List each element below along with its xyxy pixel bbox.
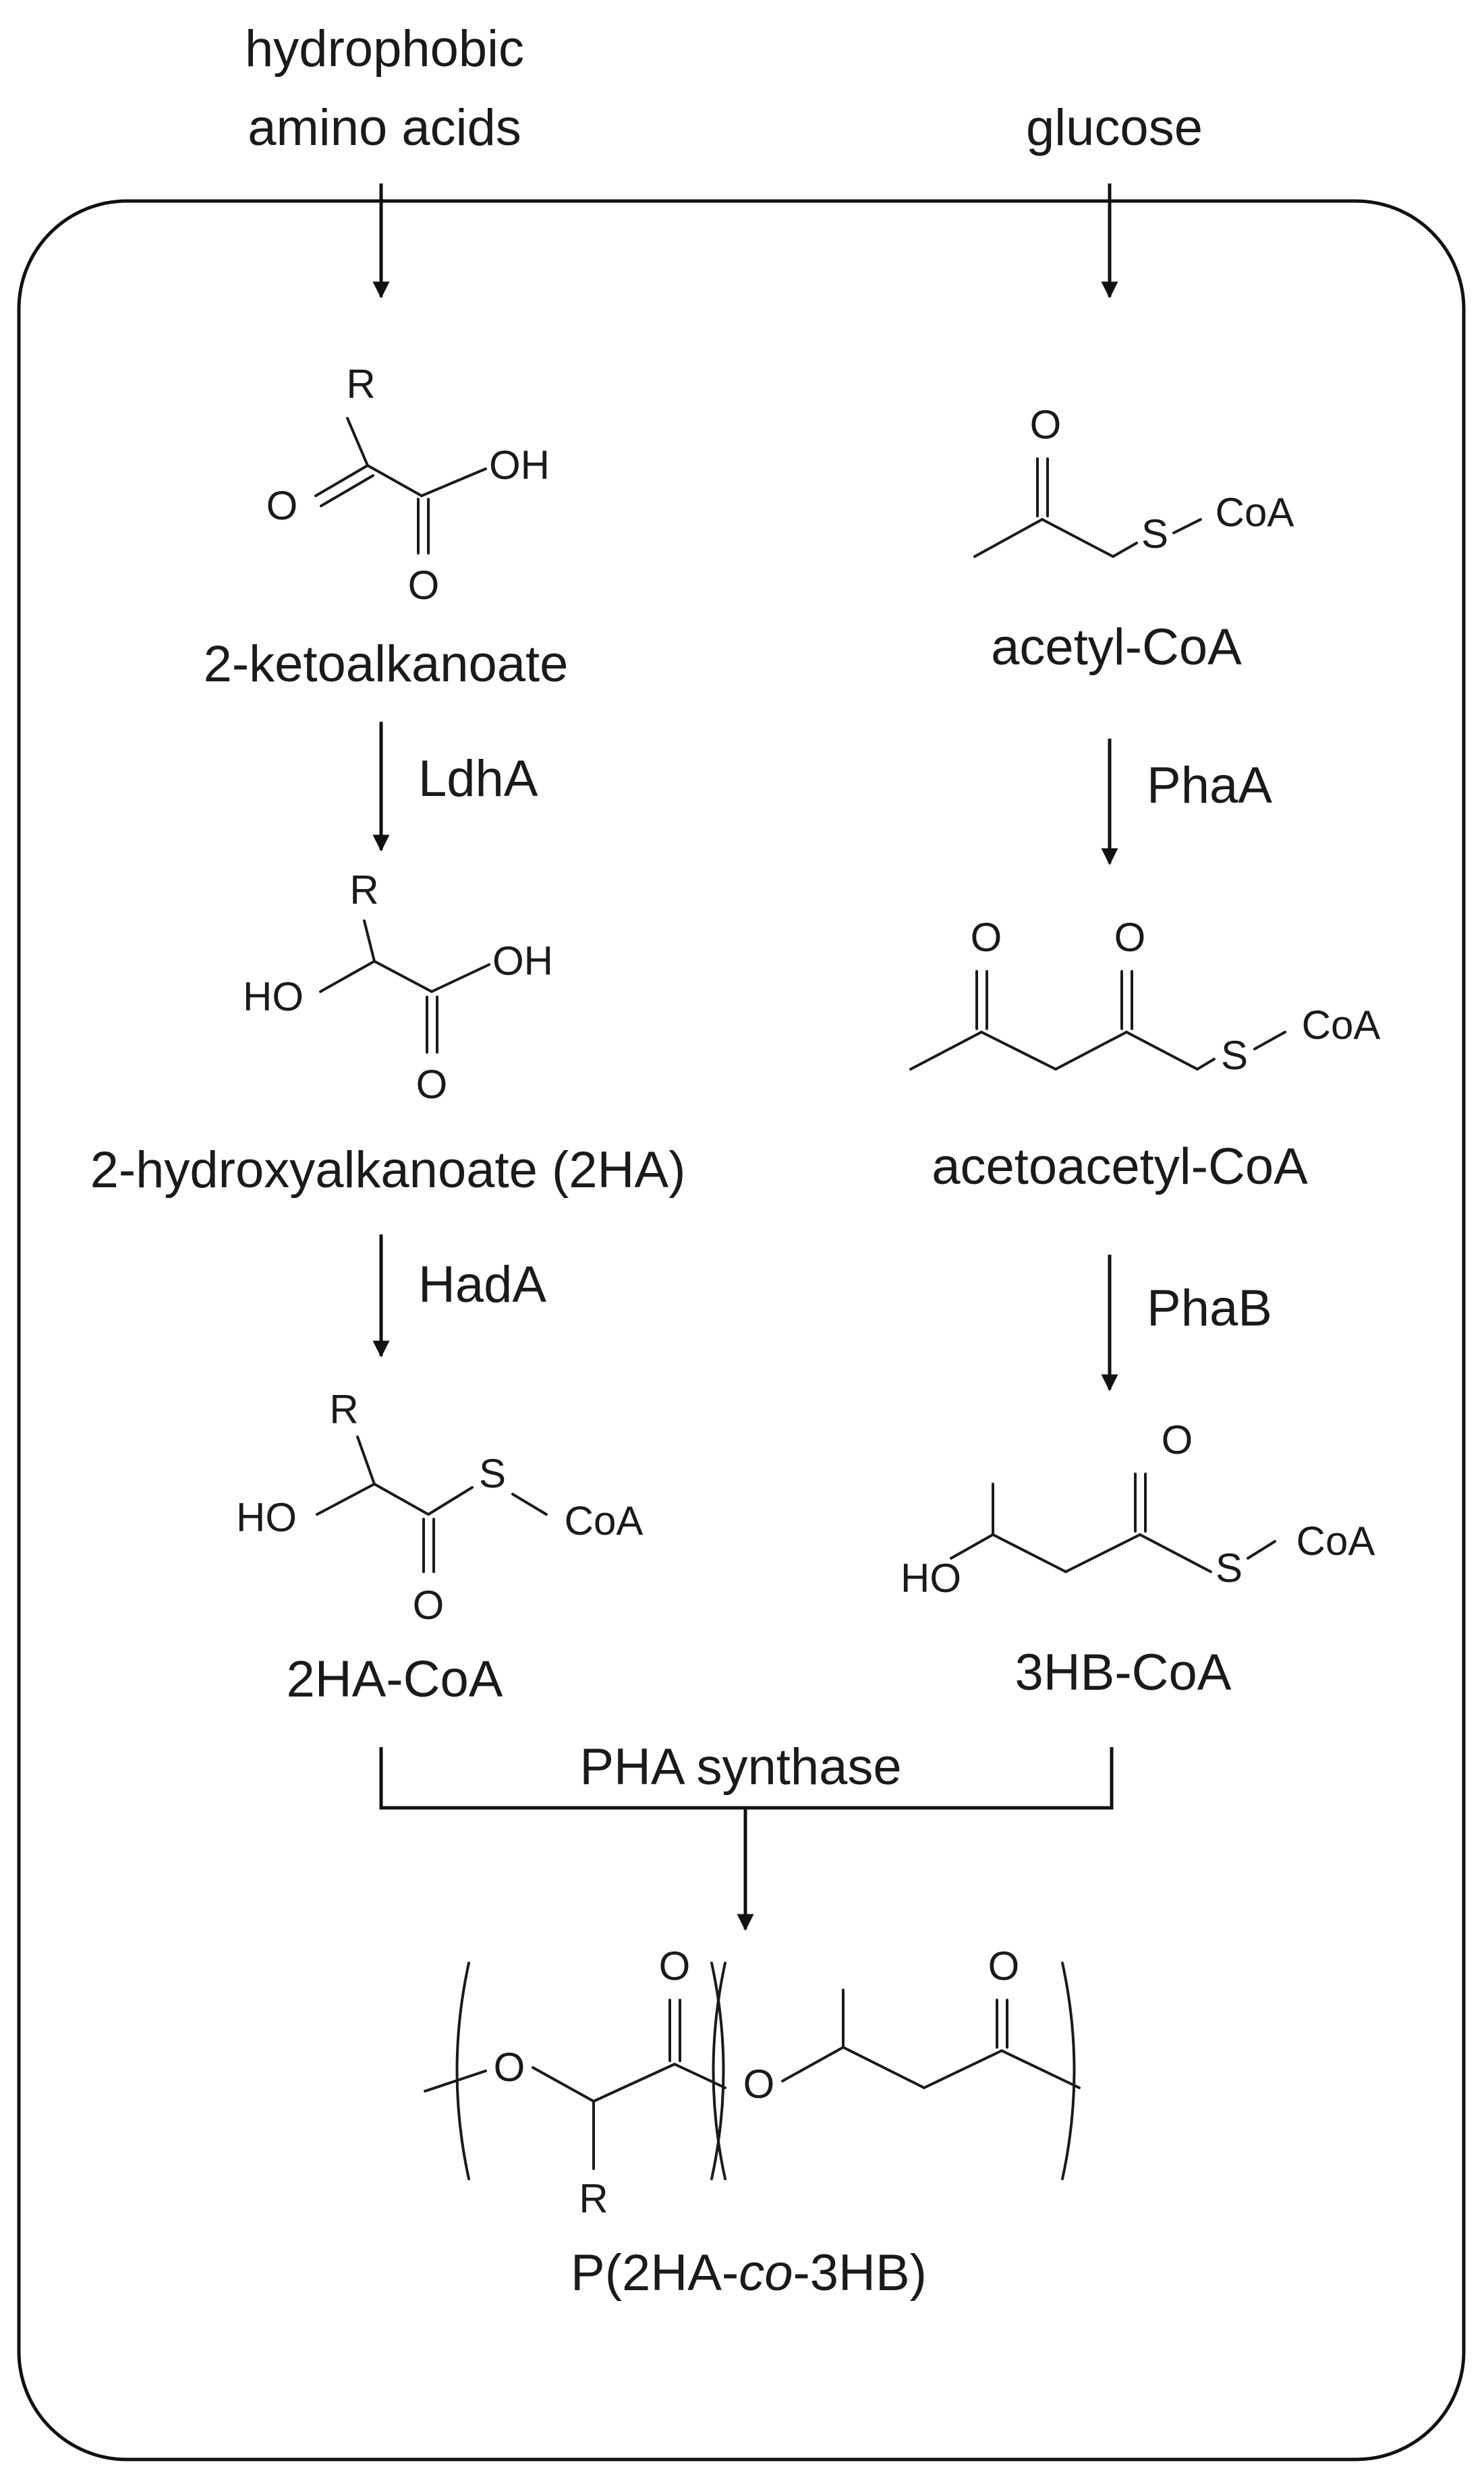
structure-3hb-coa: O HO S CoA: [901, 1417, 1375, 1601]
enzyme-pha-synthase: PHA synthase: [579, 1738, 901, 1796]
atom-o: O: [413, 1583, 445, 1628]
atom-s: S: [479, 1451, 506, 1496]
structure-polymer: O O R O O: [424, 1943, 1081, 2221]
polymer-suffix: -3HB): [793, 2244, 926, 2302]
atom-ho: HO: [901, 1556, 961, 1601]
compound-2-hydroxyalkanoate: 2-hydroxyalkanoate (2HA): [90, 1141, 686, 1199]
atom-coa: CoA: [565, 1498, 644, 1543]
atom-oh: OH: [492, 938, 553, 984]
atom-o: O: [1114, 915, 1146, 960]
enzyme-ldha: LdhA: [418, 750, 538, 807]
atom-r: R: [349, 867, 378, 913]
atom-o: O: [988, 1943, 1020, 1989]
structure-acetoacetyl-coa: O O S CoA: [909, 915, 1381, 1078]
atom-coa: CoA: [1296, 1518, 1375, 1564]
atom-o: O: [659, 1943, 691, 1989]
atom-r: R: [346, 362, 375, 407]
compound-polymer: P(2HA-co-3HB): [571, 2244, 927, 2302]
enzyme-phaa: PhaA: [1147, 757, 1272, 814]
enzyme-phab: PhaB: [1147, 1280, 1272, 1337]
input-hydrophobic: hydrophobic: [245, 20, 524, 78]
atom-o: O: [408, 563, 440, 608]
atom-r: R: [579, 2176, 608, 2221]
atom-o: O: [494, 2045, 525, 2090]
enzyme-hada: HadA: [418, 1256, 546, 1313]
atom-o: O: [971, 915, 1002, 960]
compound-2ha-coa: 2HA-CoA: [287, 1651, 503, 1708]
input-amino-acids: amino acids: [248, 99, 521, 156]
atom-coa: CoA: [1302, 1002, 1381, 1048]
structure-2ha-coa: R HO S CoA O: [236, 1387, 643, 1628]
compound-acetyl-coa: acetyl-CoA: [991, 619, 1242, 676]
atom-s: S: [1141, 511, 1168, 557]
structure-2-ketoalkanoate: R O OH O: [266, 362, 550, 608]
atom-o: O: [266, 483, 298, 528]
atom-r: R: [329, 1387, 358, 1432]
atom-o: O: [1162, 1417, 1193, 1462]
atom-coa: CoA: [1216, 490, 1294, 535]
compound-3hb-coa: 3HB-CoA: [1015, 1644, 1232, 1701]
atom-s: S: [1221, 1033, 1248, 1078]
atom-ho: HO: [236, 1495, 297, 1540]
atom-o: O: [1030, 402, 1062, 447]
polymer-prefix: P(2HA-: [571, 2244, 739, 2302]
atom-o: O: [743, 2061, 775, 2107]
structure-acetyl-coa: O S CoA: [973, 402, 1294, 558]
atom-ho: HO: [243, 974, 304, 1019]
atom-o: O: [416, 1062, 448, 1107]
compound-acetoacetyl-coa: acetoacetyl-CoA: [932, 1138, 1308, 1195]
structure-2-hydroxyalkanoate: R HO OH O: [243, 867, 553, 1107]
atom-oh: OH: [489, 443, 550, 488]
compound-2-ketoalkanoate: 2-ketoalkanoate: [204, 635, 569, 693]
atom-s: S: [1216, 1545, 1243, 1591]
cell-boundary: [17, 199, 1466, 2461]
input-glucose: glucose: [1026, 99, 1203, 156]
polymer-co: co: [739, 2244, 793, 2302]
